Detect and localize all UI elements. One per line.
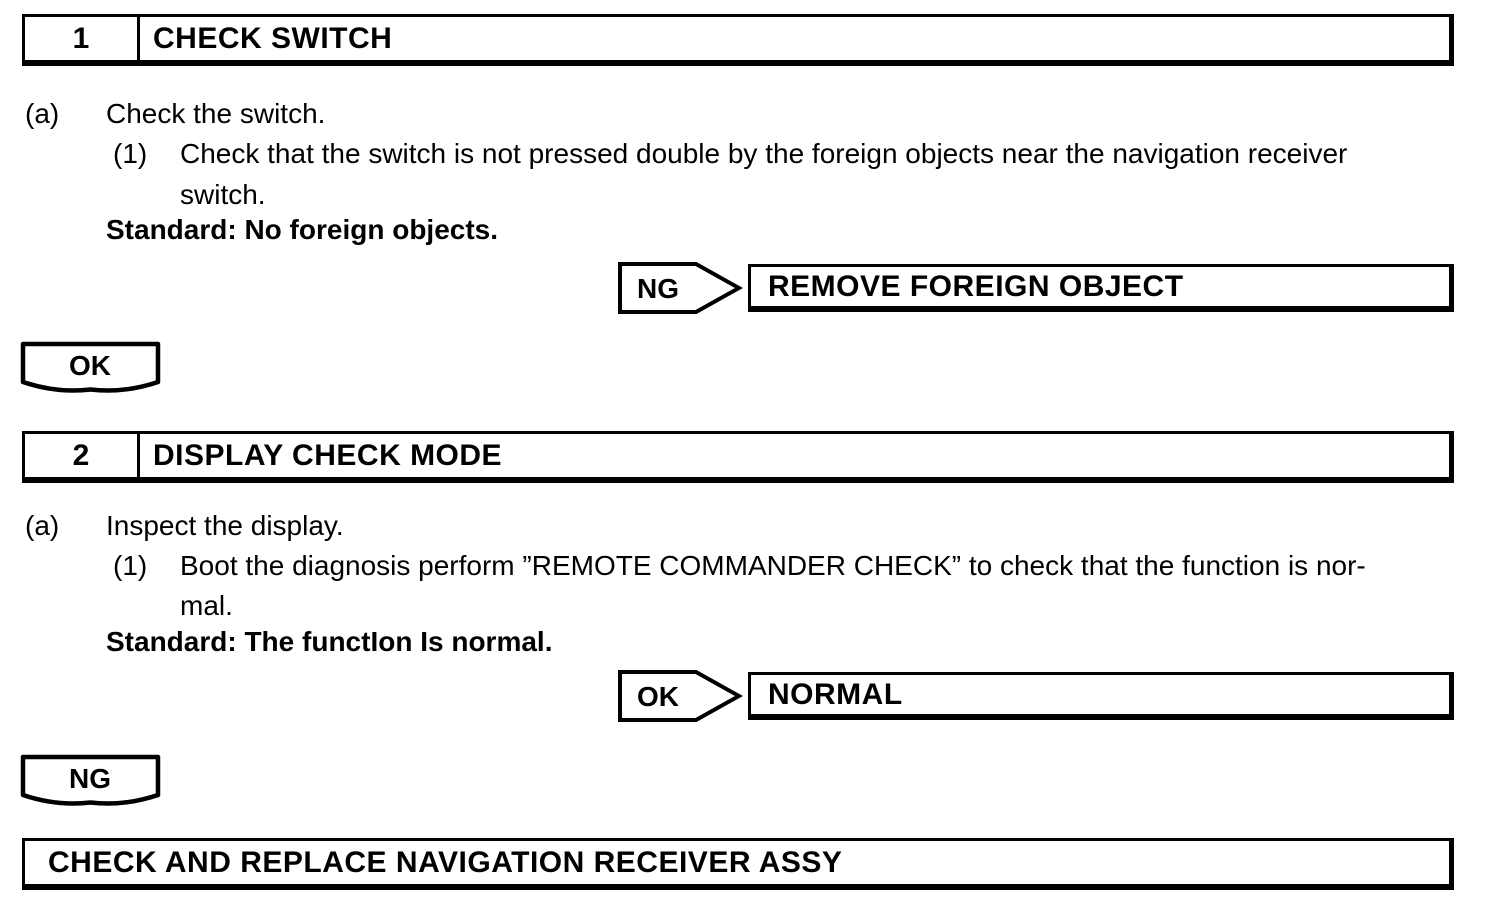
step-2-continue-label: NG — [69, 763, 111, 794]
step-1-substep-label: (1) — [113, 138, 148, 169]
step-2-title: DISPLAY CHECK MODE — [153, 438, 503, 472]
step-2-decision-label: OK — [637, 681, 679, 712]
step-1-title: CHECK SWITCH — [153, 21, 393, 55]
step-1-result-box: REMOVE FOREIGN OBJECT — [748, 264, 1454, 312]
step-1-continue-label: OK — [69, 350, 111, 381]
step-1-continue-badge: OK — [20, 341, 161, 393]
step-2-standard: Standard: The functIon Is normal. — [106, 626, 553, 657]
step-2-continue-badge: NG — [20, 754, 161, 806]
step-2-result-text: NORMAL — [768, 677, 903, 711]
step-2-substep-line1: Boot the diagnosis perform ”REMOTE COMMA… — [180, 550, 1366, 581]
step-2-instruction-label: (a) — [25, 510, 60, 541]
step-2-result-box: NORMAL — [748, 672, 1454, 720]
step-1-substep-line2: switch. — [180, 179, 266, 210]
step-2-number: 2 — [25, 434, 140, 477]
step-1-header-box: 1 CHECK SWITCH — [22, 14, 1454, 66]
step-1-instruction: Check the switch. — [106, 98, 326, 129]
step-1-number: 1 — [25, 17, 140, 60]
step-1-result-text: REMOVE FOREIGN OBJECT — [768, 269, 1184, 303]
final-action-text: CHECK AND REPLACE NAVIGATION RECEIVER AS… — [48, 845, 843, 879]
step-1-decision-label: NG — [637, 273, 679, 304]
badge-shape — [20, 754, 161, 806]
step-2-instruction: Inspect the display. — [106, 510, 344, 541]
step-2-header-box: 2 DISPLAY CHECK MODE — [22, 431, 1454, 483]
step-2-substep-label: (1) — [113, 550, 148, 581]
badge-shape — [20, 341, 161, 393]
step-1-standard: Standard: No foreign objects. — [106, 214, 499, 245]
step-1-substep-line1: Check that the switch is not pressed dou… — [180, 138, 1348, 169]
step-2-decision-arrow: OK — [618, 670, 743, 722]
step-1-instruction-label: (a) — [25, 98, 60, 129]
arrow-shape — [618, 262, 743, 314]
arrow-shape — [618, 670, 743, 722]
step-1-decision-arrow: NG — [618, 262, 743, 314]
final-action-box: CHECK AND REPLACE NAVIGATION RECEIVER AS… — [22, 838, 1454, 890]
step-2-substep-line2: mal. — [180, 590, 233, 621]
